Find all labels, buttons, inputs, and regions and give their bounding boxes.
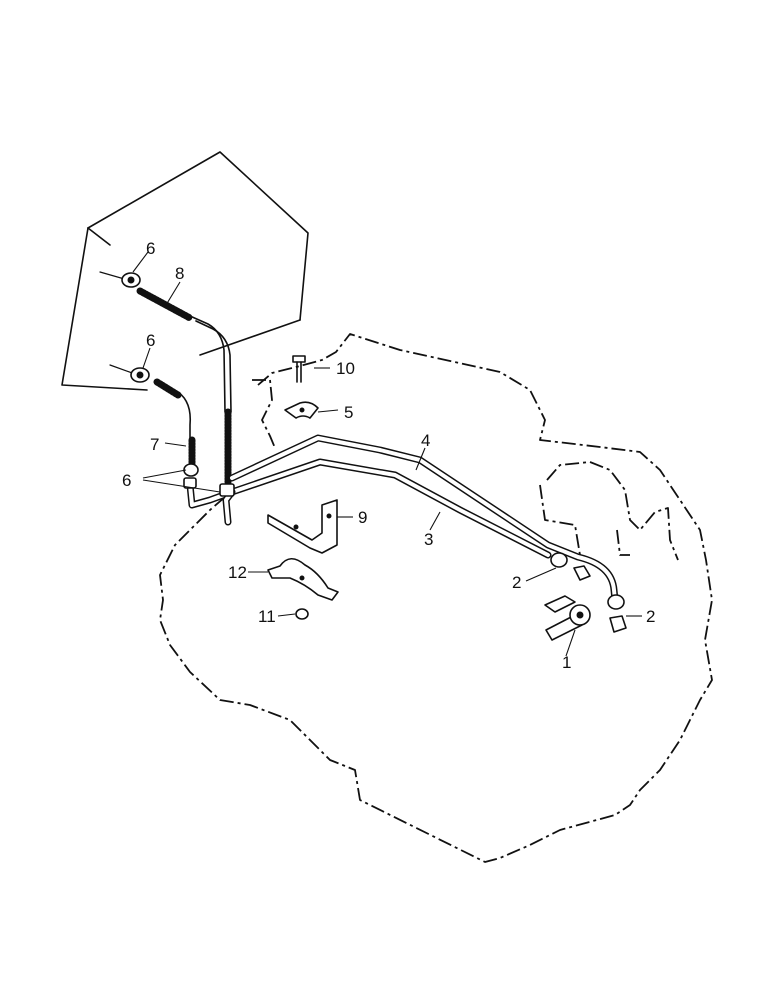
- callout-10: 10: [336, 359, 355, 378]
- tee-fitting: [183, 477, 235, 497]
- nut-11: [295, 608, 309, 620]
- callout-4: 4: [421, 431, 430, 450]
- engine-outline: [159, 333, 713, 863]
- bolt-10: [292, 355, 306, 383]
- callout-5: 5: [344, 403, 353, 422]
- callout-1: 1: [562, 653, 571, 672]
- callout-7: 7: [150, 435, 159, 454]
- engine-top-detail: [252, 379, 276, 449]
- fuel-line-3: [186, 458, 552, 559]
- fuel-line-4: [228, 434, 619, 604]
- bracket-9: [267, 499, 338, 554]
- callout-6-lower: 6: [122, 471, 131, 490]
- clamp-12: [267, 557, 339, 601]
- callout-12: 12: [228, 563, 247, 582]
- callout-8: 8: [175, 264, 184, 283]
- clamp-6-upper: [121, 272, 141, 288]
- fuel-tank: [61, 151, 309, 391]
- clamp-6-lower: [183, 463, 199, 477]
- hose-lower: [153, 378, 192, 441]
- clip-5: [284, 401, 319, 419]
- callout-2-right: 2: [646, 607, 655, 626]
- fitting-2-right: [607, 594, 627, 633]
- pump-1: [544, 595, 591, 641]
- hose-upper: [136, 287, 232, 413]
- callout-2-left: 2: [512, 573, 521, 592]
- callout-3: 3: [424, 530, 433, 549]
- callout-6-upper: 6: [146, 239, 155, 258]
- engine-rear-detail: [546, 461, 679, 561]
- engine-rear-tab: [616, 529, 630, 556]
- callout-6-middle: 6: [146, 331, 155, 350]
- engine-rear-slot: [539, 484, 581, 556]
- callout-11: 11: [258, 607, 276, 626]
- clamp-6-middle: [130, 367, 150, 383]
- leader-lines: [132, 251, 642, 657]
- callout-9: 9: [358, 508, 367, 527]
- fitting-2-upper: [550, 552, 591, 581]
